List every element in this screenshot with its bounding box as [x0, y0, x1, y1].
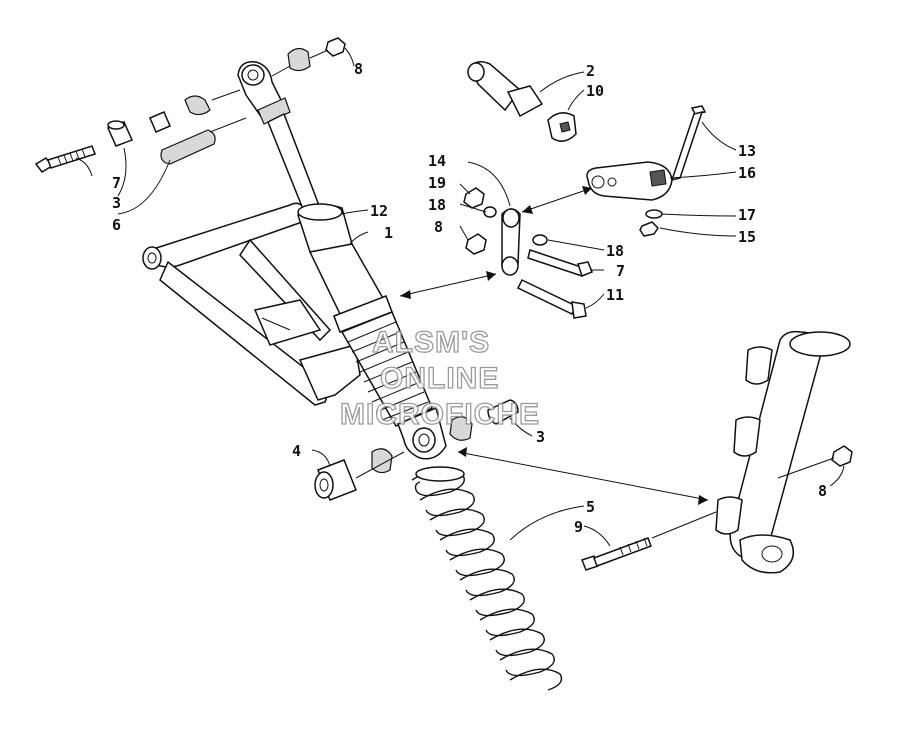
- watermark-line-1: ALSM'S: [372, 326, 490, 359]
- callout-11-bolt: 11: [606, 286, 624, 304]
- callout-7-top-bolt: 7: [112, 174, 121, 192]
- leader-lines: [75, 47, 845, 547]
- callout-16-cam: 16: [738, 164, 756, 182]
- callout-8-top-nut: 8: [354, 60, 363, 78]
- shock-absorber: [237, 61, 447, 460]
- callout-15-nut: 15: [738, 228, 756, 246]
- a-arm: [142, 202, 361, 406]
- callout-13-bolt: 13: [738, 142, 756, 160]
- callout-2-adjuster-cable: 2: [586, 62, 595, 80]
- assembly-arrows: [399, 186, 709, 505]
- callout-8-link-nut: 8: [434, 218, 443, 236]
- callout-17-washer: 17: [738, 206, 756, 224]
- dogbone-link: [463, 187, 593, 319]
- ski-spindle: [581, 330, 853, 574]
- adjuster-linkage: [467, 61, 707, 237]
- callout-12-cap: 12: [370, 202, 388, 220]
- top-mount-hardware: [34, 37, 346, 173]
- lower-mount-hardware: [314, 399, 519, 501]
- callout-5-spring: 5: [586, 498, 595, 516]
- callout-18-washer: 18: [428, 196, 446, 214]
- callout-7-link-bolt: 7: [616, 262, 625, 280]
- callout-9-spindle-bolt: 9: [574, 518, 583, 536]
- callout-14-dogbone: 14: [428, 152, 446, 170]
- callout-6-shim: 6: [112, 216, 121, 234]
- watermark-line-3: MICROFICHE: [340, 398, 540, 431]
- callout-3-top-bushing: 3: [112, 194, 121, 212]
- callout-18-link-washer: 18: [606, 242, 624, 260]
- coil-spring: [411, 466, 563, 691]
- watermark: ALSM'S ONLINE MICROFICHE: [339, 325, 540, 431]
- callout-10-cup: 10: [586, 82, 604, 100]
- callout-3-lower-bushing: 3: [536, 428, 545, 446]
- watermark-line-2: ONLINE: [380, 362, 499, 395]
- callout-19-nut: 19: [428, 174, 446, 192]
- callout-1-shock: 1: [384, 224, 393, 242]
- callout-labels: 8 2 10 13 16 14 19 18 8 17 15 18 7 11 12…: [112, 60, 827, 536]
- callout-4-lower-bushing: 4: [292, 442, 301, 460]
- callout-8-spindle-nut: 8: [818, 482, 827, 500]
